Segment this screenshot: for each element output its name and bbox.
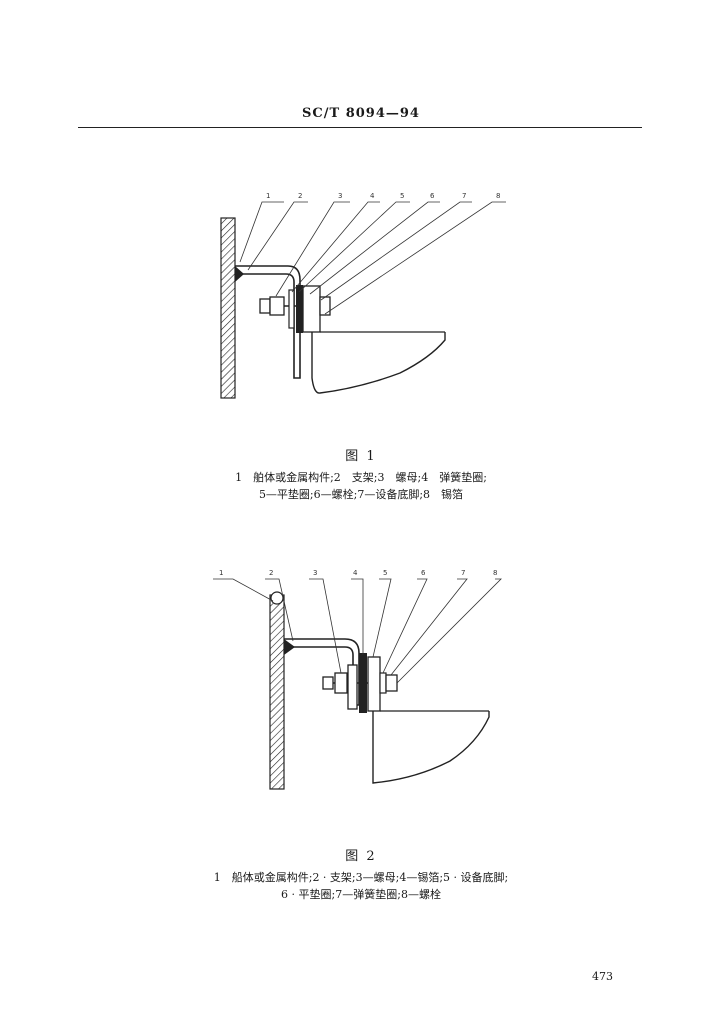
figure-1-callout: 8 [496, 192, 500, 200]
figure-1-callout: 7 [462, 192, 466, 200]
figure-2-callout: 4 [353, 569, 358, 577]
tin-foil-pad [296, 285, 303, 333]
figure-2-callout: 3 [313, 569, 317, 577]
equipment-foot [372, 711, 490, 784]
document-header: SC/T 8094—94 [302, 106, 420, 121]
figure-2-callout: 2 [269, 569, 273, 577]
figure-1-caption: 图 1 1 舶体或金属构件;2 支架;3 螺母;4 弹簧垫圈; 5—平垫圈;6—… [0, 448, 722, 503]
figure-1-legend-line: 1 舶体或金属构件;2 支架;3 螺母;4 弹簧垫圈; [235, 471, 487, 484]
figure-1-callout: 1 [266, 192, 270, 200]
equipment-foot-flange [367, 656, 381, 712]
tin-foil-pad [359, 653, 367, 713]
figure-1-label: 图 1 [345, 449, 377, 464]
header-rule [78, 127, 642, 128]
bolt-head [322, 676, 334, 690]
figure-1-legend-line: 5—平垫圈;6—螺栓;7—设备底脚;8 锡箔 [258, 488, 464, 501]
figure-1-drawing: 1 2 3 4 5 6 7 8 [220, 192, 506, 399]
spring-washer [385, 674, 398, 692]
hull-plate [269, 594, 285, 790]
figure-2-callout: 8 [493, 569, 497, 577]
figure-2-callout: 7 [461, 569, 465, 577]
figure-1-callout: 3 [338, 192, 342, 200]
nut [269, 296, 285, 316]
figure-2-callout: 1 [219, 569, 223, 577]
callout-leaders [213, 578, 502, 684]
page-number: 473 [592, 970, 613, 983]
figure-2-label: 图 2 [345, 849, 377, 864]
figure-2-callout: 5 [383, 569, 387, 577]
equipment-foot [311, 332, 446, 394]
flat-washer [379, 672, 387, 694]
figure-2-callout: 6 [421, 569, 426, 577]
callout-leaders [239, 201, 506, 315]
figure-1-callout: 2 [298, 192, 302, 200]
figure-1-callout: 5 [400, 192, 404, 200]
bolt-head [259, 298, 271, 314]
hull-plate [220, 217, 236, 399]
nut [334, 672, 348, 694]
figure-2-legend-line: 6 · 平垫圈;7—弹簧垫圈;8—螺栓 [281, 888, 441, 901]
spring-washer [288, 289, 295, 329]
bracket-foot [347, 664, 358, 710]
hull-edge [270, 591, 284, 605]
figure-2-legend-line: 1 船体或金属构件;2 · 支架;3—螺母;4—锡箔;5 · 设备底脚; [213, 871, 509, 884]
figure-2-drawing: 1 2 3 4 5 6 7 8 [213, 569, 502, 790]
figure-1-callout: 4 [370, 192, 375, 200]
figure-1-callout: 6 [430, 192, 435, 200]
figure-2-caption: 图 2 1 船体或金属构件;2 · 支架;3—螺母;4—锡箔;5 · 设备底脚;… [0, 848, 722, 903]
